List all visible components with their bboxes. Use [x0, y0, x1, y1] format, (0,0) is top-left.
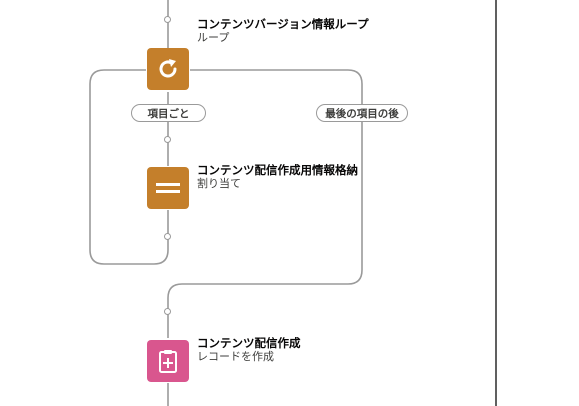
- create-record-node-subtitle: レコードを作成: [197, 350, 274, 363]
- create-record-icon: [159, 350, 177, 373]
- loop-node-subtitle: ループ: [197, 31, 230, 44]
- loop-icon: [159, 59, 177, 78]
- assignment-node-subtitle: 割り当て: [197, 177, 241, 190]
- port-after-assignment[interactable]: [164, 233, 171, 240]
- connector-after-last: [167, 69, 363, 338]
- create-record-node-label: コンテンツ配信作成 レコードを作成: [197, 336, 301, 364]
- loop-node-title: コンテンツバージョン情報ループ: [197, 17, 369, 31]
- after-last-pill[interactable]: 最後の項目の後: [316, 104, 408, 122]
- port-before-loop[interactable]: [164, 16, 171, 23]
- assignment-node-title: コンテンツ配信作成用情報格納: [197, 163, 358, 177]
- assignment-node-label: コンテンツ配信作成用情報格納 割り当て: [197, 163, 358, 191]
- connector-loop-back: [89, 69, 169, 265]
- create-record-node-title: コンテンツ配信作成: [197, 336, 301, 350]
- create-record-node[interactable]: [147, 340, 189, 382]
- loop-node-label: コンテンツバージョン情報ループ ループ: [197, 17, 369, 45]
- for-each-pill[interactable]: 項目ごと: [131, 104, 206, 122]
- assignment-icon: [156, 183, 180, 193]
- port-before-create-record[interactable]: [164, 308, 171, 315]
- loop-node[interactable]: [147, 48, 189, 90]
- panel-divider: [495, 0, 497, 406]
- assignment-node[interactable]: [147, 167, 189, 209]
- port-after-for-each[interactable]: [164, 136, 171, 143]
